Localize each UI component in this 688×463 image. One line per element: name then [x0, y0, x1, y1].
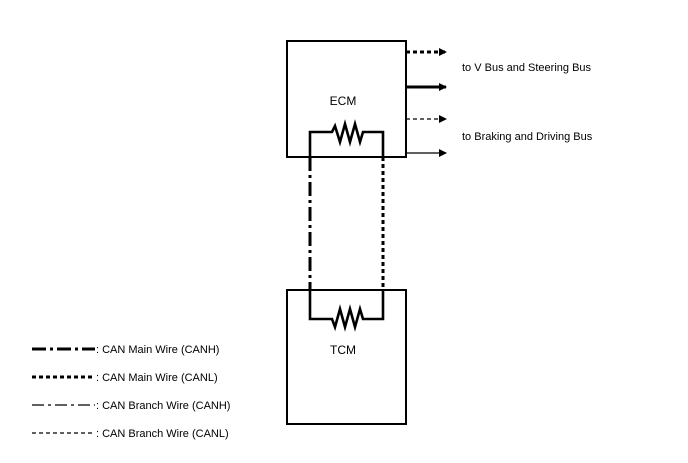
v-bus-steering-bus-label: to V Bus and Steering Bus [462, 62, 592, 74]
legend-item-branch-canl: : CAN Branch Wire (CANL) [32, 428, 229, 440]
legend-label-branch-canl: : CAN Branch Wire (CANL) [96, 428, 229, 440]
legend-label-branch-canh: : CAN Branch Wire (CANH) [96, 400, 230, 412]
legend: : CAN Main Wire (CANH) : CAN Main Wire (… [32, 344, 230, 440]
tcm-resistor-icon [308, 290, 385, 332]
tcm-module: TCM [286, 289, 407, 425]
tcm-label: TCM [330, 343, 356, 357]
legend-item-main-canl: : CAN Main Wire (CANL) [32, 372, 218, 384]
legend-label-main-canh: : CAN Main Wire (CANH) [96, 344, 219, 356]
braking-driving-bus-wires: to Braking and Driving Bus [406, 115, 593, 157]
legend-item-main-canh: : CAN Main Wire (CANH) [32, 344, 219, 356]
tcm-box [286, 289, 407, 425]
legend-item-branch-canh: : CAN Branch Wire (CANH) [32, 400, 230, 412]
ecm-module: ECM [286, 40, 407, 158]
tcm-terminating-resistor [308, 290, 385, 332]
ecm-label: ECM [330, 94, 357, 108]
ecm-box [286, 40, 407, 158]
ecm-terminating-resistor [308, 119, 385, 157]
v-bus-steering-bus-wires: to V Bus and Steering Bus [406, 48, 592, 91]
ecm-resistor-icon [308, 119, 385, 157]
braking-driving-bus-label: to Braking and Driving Bus [462, 131, 593, 143]
legend-label-main-canl: : CAN Main Wire (CANL) [96, 372, 218, 384]
